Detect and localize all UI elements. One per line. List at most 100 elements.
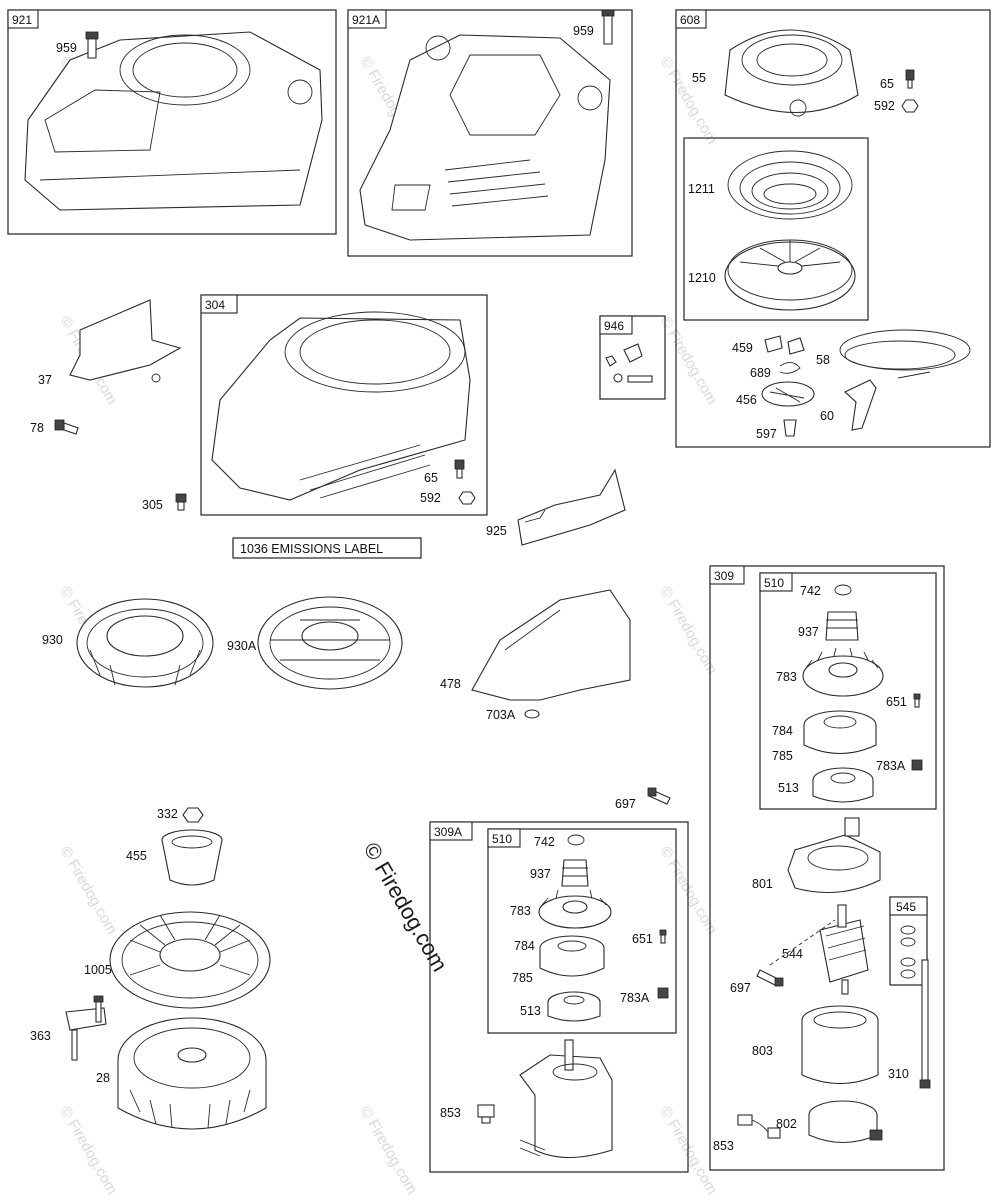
callout-783A: 783A: [876, 759, 906, 773]
callout-651: 651: [632, 932, 653, 946]
screw-78[interactable]: [54, 419, 79, 435]
cam-456[interactable]: [761, 381, 815, 407]
callout-78: 78: [30, 421, 44, 435]
clutch-784[interactable]: [539, 935, 605, 977]
retainer-783a[interactable]: [911, 759, 923, 771]
callout-742: 742: [800, 584, 821, 598]
spring-937[interactable]: [825, 611, 859, 641]
screw-65[interactable]: [454, 459, 465, 479]
pulley-1210[interactable]: [724, 239, 856, 311]
callout-455: 455: [126, 849, 147, 863]
callout-592: 592: [874, 99, 895, 113]
callout-1005: 1005: [84, 963, 112, 977]
callout-930: 930: [42, 633, 63, 647]
connector-853[interactable]: [477, 1104, 495, 1124]
callout-37: 37: [38, 373, 52, 387]
callout-697: 697: [730, 981, 751, 995]
connector-853[interactable]: [737, 1114, 781, 1139]
starter-motor-309a[interactable]: [519, 1039, 613, 1158]
callout-853: 853: [713, 1139, 734, 1153]
end-cap-802[interactable]: [808, 1100, 883, 1143]
callout-65: 65: [880, 77, 894, 91]
cover-478[interactable]: [471, 589, 631, 701]
callout-785: 785: [772, 749, 793, 763]
starter-housing-55[interactable]: [724, 29, 859, 117]
flywheel-28[interactable]: [117, 1017, 267, 1130]
callout-959: 959: [56, 41, 77, 55]
screw-597[interactable]: [783, 419, 797, 437]
callout-784: 784: [514, 939, 535, 953]
guard-925[interactable]: [517, 468, 626, 546]
frame-803[interactable]: [801, 1005, 879, 1084]
housing-513[interactable]: [812, 767, 874, 803]
callout-703A: 703A: [486, 708, 516, 722]
nut-592[interactable]: [901, 99, 919, 113]
clip-742[interactable]: [567, 834, 585, 846]
watermark: © Firedog.com: [357, 1104, 421, 1198]
housing-513[interactable]: [547, 991, 601, 1022]
retainer-783a[interactable]: [657, 987, 669, 999]
spring-937[interactable]: [561, 859, 589, 887]
callout-937: 937: [530, 867, 551, 881]
recoil-spring-1211[interactable]: [727, 150, 853, 220]
screen-930a[interactable]: [257, 596, 403, 690]
clip-742[interactable]: [834, 584, 852, 596]
box-309: 309 510 742 937 783 651 784 785 783A: [709, 565, 945, 1171]
brush-kit-545[interactable]: [900, 925, 916, 979]
clutch-784[interactable]: [803, 710, 877, 754]
callout-305: 305: [142, 498, 163, 512]
fan-1005[interactable]: [109, 911, 271, 1009]
screw-305[interactable]: [175, 493, 187, 511]
rope-58[interactable]: [839, 329, 971, 379]
box-label: 946: [604, 319, 624, 333]
callout-783: 783: [776, 670, 797, 684]
baffle-37[interactable]: [69, 299, 182, 383]
screw-697[interactable]: [647, 787, 671, 805]
nut-332[interactable]: [182, 807, 204, 823]
callout-801: 801: [752, 877, 773, 891]
spring-689[interactable]: [779, 362, 801, 374]
nut-592[interactable]: [458, 491, 476, 505]
box-921a: 921A 959: [347, 9, 633, 257]
box-label: 304: [205, 298, 225, 312]
bracket-363[interactable]: [65, 995, 107, 1061]
callout-742: 742: [534, 835, 555, 849]
box-304: 304 65 592: [200, 294, 488, 516]
blower-housing-304[interactable]: [211, 311, 471, 501]
box-946: 946: [599, 315, 666, 400]
governor-hardware-946[interactable]: [605, 343, 653, 383]
pinion-783[interactable]: [802, 647, 884, 697]
armature-544[interactable]: [819, 904, 869, 995]
callout-785: 785: [512, 971, 533, 985]
box-label: 510: [492, 832, 512, 846]
callout-783A: 783A: [620, 991, 650, 1005]
watermark: © Firedog.com: [657, 584, 721, 678]
callout-513: 513: [520, 1004, 541, 1018]
blower-housing-921a[interactable]: [359, 34, 611, 241]
callout-784: 784: [772, 724, 793, 738]
callout-65: 65: [424, 471, 438, 485]
screw-651[interactable]: [659, 929, 667, 944]
pawl-459[interactable]: [764, 335, 805, 355]
bolt-310[interactable]: [919, 959, 931, 1089]
callout-459: 459: [732, 341, 753, 355]
callout-651: 651: [886, 695, 907, 709]
pulley-subbox: [683, 137, 869, 321]
box-309a: 309A 510 742 937 783 651 784 785 783A: [429, 821, 689, 1173]
callout-1210: 1210: [688, 271, 716, 285]
screw-651[interactable]: [913, 693, 921, 708]
screen-930[interactable]: [76, 598, 214, 688]
nut-703a[interactable]: [524, 709, 540, 719]
box-label: 921: [12, 13, 32, 27]
bolt-959[interactable]: [601, 9, 615, 45]
end-cap-801[interactable]: [787, 817, 881, 894]
bolt-959[interactable]: [85, 31, 99, 59]
handle-60[interactable]: [844, 379, 877, 431]
pinion-783[interactable]: [538, 889, 612, 929]
cup-455[interactable]: [161, 829, 223, 886]
screw-697[interactable]: [756, 969, 784, 987]
screw-65[interactable]: [905, 69, 915, 89]
callout-597: 597: [756, 427, 777, 441]
subbox-510: [487, 828, 677, 1034]
callout-930A: 930A: [227, 639, 257, 653]
